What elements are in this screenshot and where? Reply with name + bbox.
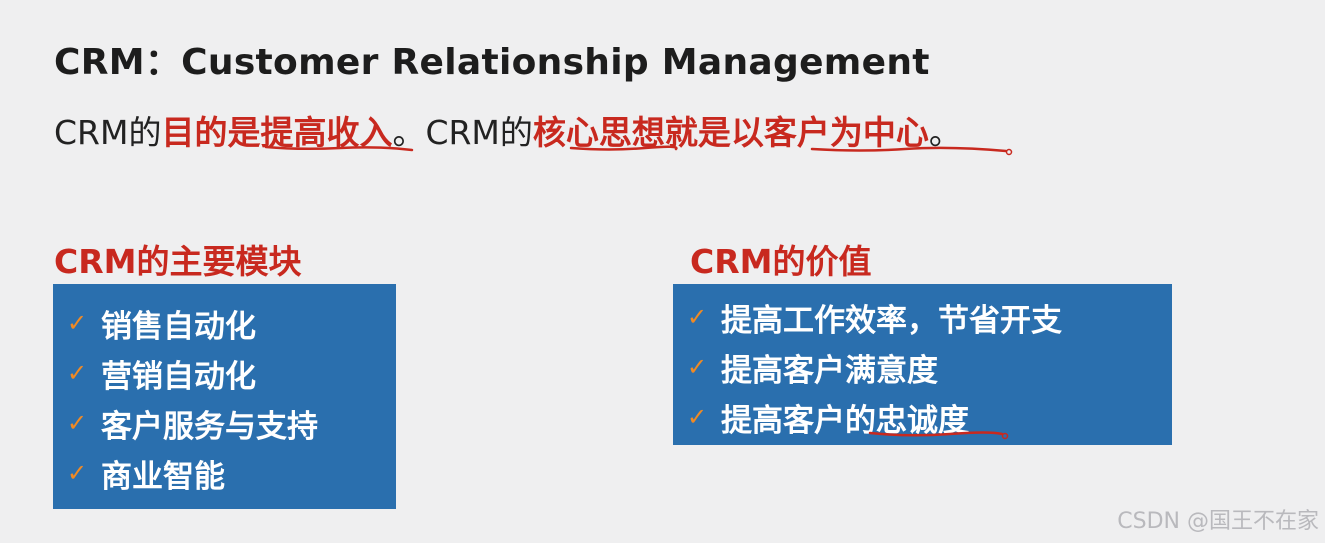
- list-item: ✓ 客户服务与支持: [67, 398, 396, 448]
- list-item-label: 客户服务与支持: [101, 408, 318, 445]
- watermark: CSDN @国王不在家: [1117, 509, 1319, 534]
- sentence-part: CRM的: [54, 113, 162, 152]
- list-item: ✓ 提高客户的忠诚度: [687, 392, 1172, 442]
- value-list: ✓ 提高工作效率，节省开支 ✓ 提高客户满意度 ✓ 提高客户的忠诚度: [673, 284, 1172, 445]
- key-sentence: CRM的目的是提高收入。CRM的核心思想就是以客户为中心。: [54, 106, 962, 154]
- list-item: ✓ 商业智能: [67, 448, 396, 498]
- list-item: ✓ 销售自动化: [67, 298, 396, 348]
- sentence-part: 。CRM的: [392, 113, 533, 152]
- checkmark-icon: ✓: [687, 353, 708, 381]
- list-item-label: 销售自动化: [101, 308, 256, 345]
- list-item: ✓ 营销自动化: [67, 348, 396, 398]
- list-item-label: 提高工作效率，节省开支: [721, 302, 1062, 339]
- list-item-label: 提高客户满意度: [721, 352, 938, 389]
- checkmark-icon: ✓: [67, 359, 88, 387]
- sentence-highlight-core: 核心思想就是以客户为中心: [532, 113, 929, 152]
- list-item-label: 营销自动化: [101, 358, 256, 395]
- list-item-label: 商业智能: [101, 458, 225, 495]
- checkmark-icon: ✓: [67, 409, 88, 437]
- list-item-label: 提高客户的忠诚度: [721, 402, 969, 439]
- checkmark-icon: ✓: [687, 303, 708, 331]
- annotation-dot: [1005, 148, 1013, 156]
- checkmark-icon: ✓: [67, 309, 88, 337]
- list-item: ✓ 提高客户满意度: [687, 342, 1172, 392]
- checkmark-icon: ✓: [687, 403, 708, 431]
- list-item: ✓ 提高工作效率，节省开支: [687, 292, 1172, 342]
- sentence-part: 。: [928, 113, 962, 152]
- modules-heading: CRM的主要模块: [54, 242, 302, 281]
- sentence-highlight-goal: 目的是提高收入: [161, 113, 393, 152]
- page-title: CRM：Customer Relationship Management: [54, 42, 930, 83]
- value-heading: CRM的价值: [690, 242, 872, 281]
- checkmark-icon: ✓: [67, 459, 88, 487]
- modules-list: ✓ 销售自动化 ✓ 营销自动化 ✓ 客户服务与支持 ✓ 商业智能: [53, 284, 396, 509]
